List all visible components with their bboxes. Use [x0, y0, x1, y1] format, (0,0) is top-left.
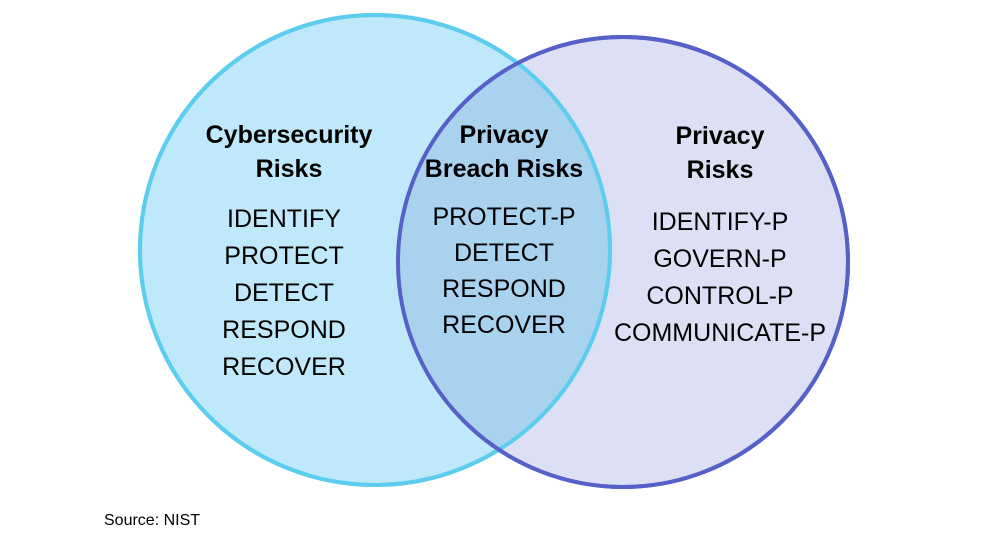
privacy-function-item: IDENTIFY-P	[651, 208, 789, 236]
overlap-region	[398, 37, 610, 485]
cybersecurity-function-item: RECOVER	[222, 353, 346, 381]
privacy-heading-line2: Risks	[686, 156, 754, 184]
overlap-function-item: RESPOND	[442, 275, 566, 303]
overlap-function-item: DETECT	[454, 239, 554, 267]
privacy-function-item: GOVERN-P	[653, 245, 787, 273]
cybersecurity-heading-line2: Risks	[255, 155, 323, 183]
privacy-risks-heading: Privacy Risks	[620, 119, 820, 187]
cybersecurity-function-item: RESPOND	[222, 316, 346, 344]
privacy-functions-list: IDENTIFY-P GOVERN-P CONTROL-P COMMUNICAT…	[600, 204, 840, 352]
overlap-heading-line1: Privacy	[459, 121, 549, 149]
overlap-function-item: PROTECT-P	[432, 203, 576, 231]
cybersecurity-function-item: IDENTIFY	[227, 205, 341, 233]
privacy-heading-line1: Privacy	[675, 122, 765, 150]
cybersecurity-function-item: PROTECT	[224, 242, 344, 270]
privacy-breach-risks-heading: Privacy Breach Risks	[404, 118, 604, 186]
privacy-breach-functions-list: PROTECT-P DETECT RESPOND RECOVER	[404, 199, 604, 343]
privacy-function-item: COMMUNICATE-P	[613, 319, 827, 347]
source-caption: Source: NIST	[104, 512, 201, 529]
privacy-function-item: CONTROL-P	[646, 282, 794, 310]
cybersecurity-functions-list: IDENTIFY PROTECT DETECT RESPOND RECOVER	[184, 201, 384, 386]
cybersecurity-function-item: DETECT	[234, 279, 334, 307]
cybersecurity-circle-outline	[138, 13, 612, 487]
overlap-heading-line2: Breach Risks	[424, 155, 584, 183]
cybersecurity-heading-line1: Cybersecurity	[205, 121, 373, 149]
cybersecurity-risks-heading: Cybersecurity Risks	[189, 118, 389, 186]
overlap-function-item: RECOVER	[442, 311, 566, 339]
privacy-circle-outline	[396, 35, 850, 489]
